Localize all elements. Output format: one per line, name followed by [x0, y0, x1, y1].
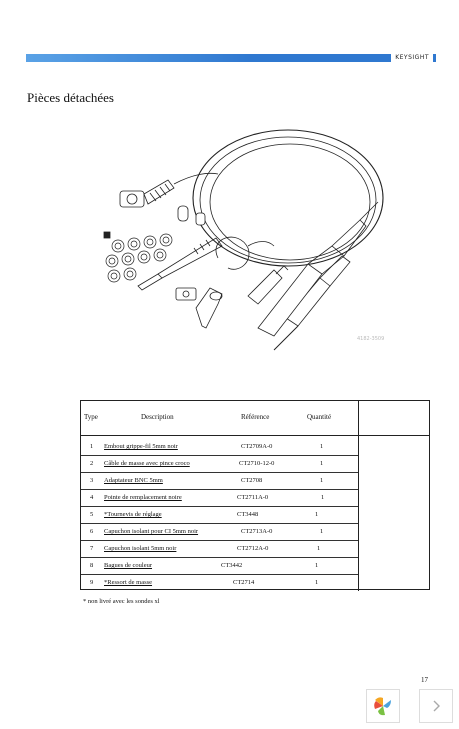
row-quantity: 1 [321, 494, 325, 501]
table-row: 2 Câble de masse avec pince croco CT2710… [81, 456, 429, 472]
row-quantity: 1 [315, 579, 319, 586]
row-description: Câble de masse avec pince croco [104, 460, 190, 467]
row-quantity: 1 [320, 443, 324, 450]
row-number: 9 [90, 579, 94, 586]
header-bar [26, 54, 436, 62]
row-number: 1 [90, 443, 94, 450]
row-divider [81, 523, 358, 524]
row-reference: CT2713A-0 [241, 528, 273, 535]
row-description: Bagues de couleur [104, 562, 153, 569]
row-description: Capuchon isolant pour CI 5mm noir [104, 528, 199, 535]
row-reference: CT3442 [221, 562, 243, 569]
row-divider [81, 489, 358, 490]
row-quantity: 1 [315, 511, 319, 518]
table-row: 9 *Ressort de masse CT2714 1 [81, 575, 429, 591]
row-divider [81, 574, 358, 575]
row-number: 6 [90, 528, 94, 535]
header-description: Description [141, 413, 174, 421]
row-number: 2 [90, 460, 94, 467]
row-number: 3 [90, 477, 94, 484]
probe-kit-illustration [103, 129, 384, 351]
pinwheel-icon [374, 697, 391, 716]
row-divider [81, 506, 358, 507]
row-divider [81, 455, 358, 456]
header-label: KEYSIGHT [391, 52, 433, 63]
header-quantity: Quantité [307, 413, 332, 421]
table-row: 3 Adaptateur BNC 5mm CT2708 1 [81, 473, 429, 489]
table-row: 4 Pointe de remplacement noire CT2711A-0… [81, 490, 429, 506]
row-reference: CT2711A-0 [237, 494, 269, 501]
row-reference: CT2710-12-0 [239, 460, 275, 467]
table-header: Type Description Référence Quantité [81, 401, 429, 436]
app-logo-button[interactable] [366, 689, 400, 723]
parts-table: Type Description Référence Quantité 1 Em… [80, 400, 430, 591]
row-quantity: 1 [320, 477, 324, 484]
header-reference: Référence [241, 413, 270, 421]
row-description: Pointe de remplacement noire [104, 494, 182, 501]
row-divider [81, 540, 358, 541]
column-divider [358, 401, 359, 591]
row-reference: CT2714 [233, 579, 255, 586]
row-number: 4 [90, 494, 94, 501]
page-number: 17 [421, 676, 428, 684]
section-title: Pièces détachées [27, 90, 114, 105]
row-reference: CT2709A-0 [241, 443, 273, 450]
table-row: 5 *Tournevis de réglage CT3448 1 [81, 507, 429, 523]
row-divider [81, 472, 358, 473]
table-row: 7 Capuchon isolant 5mm noir CT2712A-0 1 [81, 541, 429, 557]
row-reference: CT2708 [241, 477, 263, 484]
row-quantity: 1 [320, 528, 324, 535]
table-row: 1 Embout grippe-fil 5mm noir CT2709A-0 1 [81, 439, 429, 455]
row-description: Embout grippe-fil 5mm noir [104, 443, 178, 450]
row-description: *Ressort de masse [104, 579, 153, 586]
row-quantity: 1 [320, 460, 324, 467]
row-reference: CT3448 [237, 511, 259, 518]
row-description: Capuchon isolant 5mm noir [104, 545, 177, 552]
chevron-right-icon [433, 700, 440, 712]
row-quantity: 1 [317, 545, 321, 552]
row-reference: CT2712A-0 [237, 545, 269, 552]
row-number: 5 [90, 511, 94, 518]
row-quantity: 1 [315, 562, 319, 569]
row-number: 7 [90, 545, 94, 552]
table-row: 6 Capuchon isolant pour CI 5mm noir CT27… [81, 524, 429, 540]
footnote: * non livré avec les sondes xl [83, 598, 160, 605]
row-description: *Tournevis de réglage [104, 511, 162, 518]
header-type: Type [84, 413, 98, 421]
row-number: 8 [90, 562, 94, 569]
row-description: Adaptateur BNC 5mm [104, 477, 163, 484]
table-row: 8 Bagues de couleur CT3442 1 [81, 558, 429, 574]
row-divider [81, 557, 358, 558]
figure-code: 4182-3509 [357, 336, 385, 342]
next-page-button[interactable] [419, 689, 453, 723]
